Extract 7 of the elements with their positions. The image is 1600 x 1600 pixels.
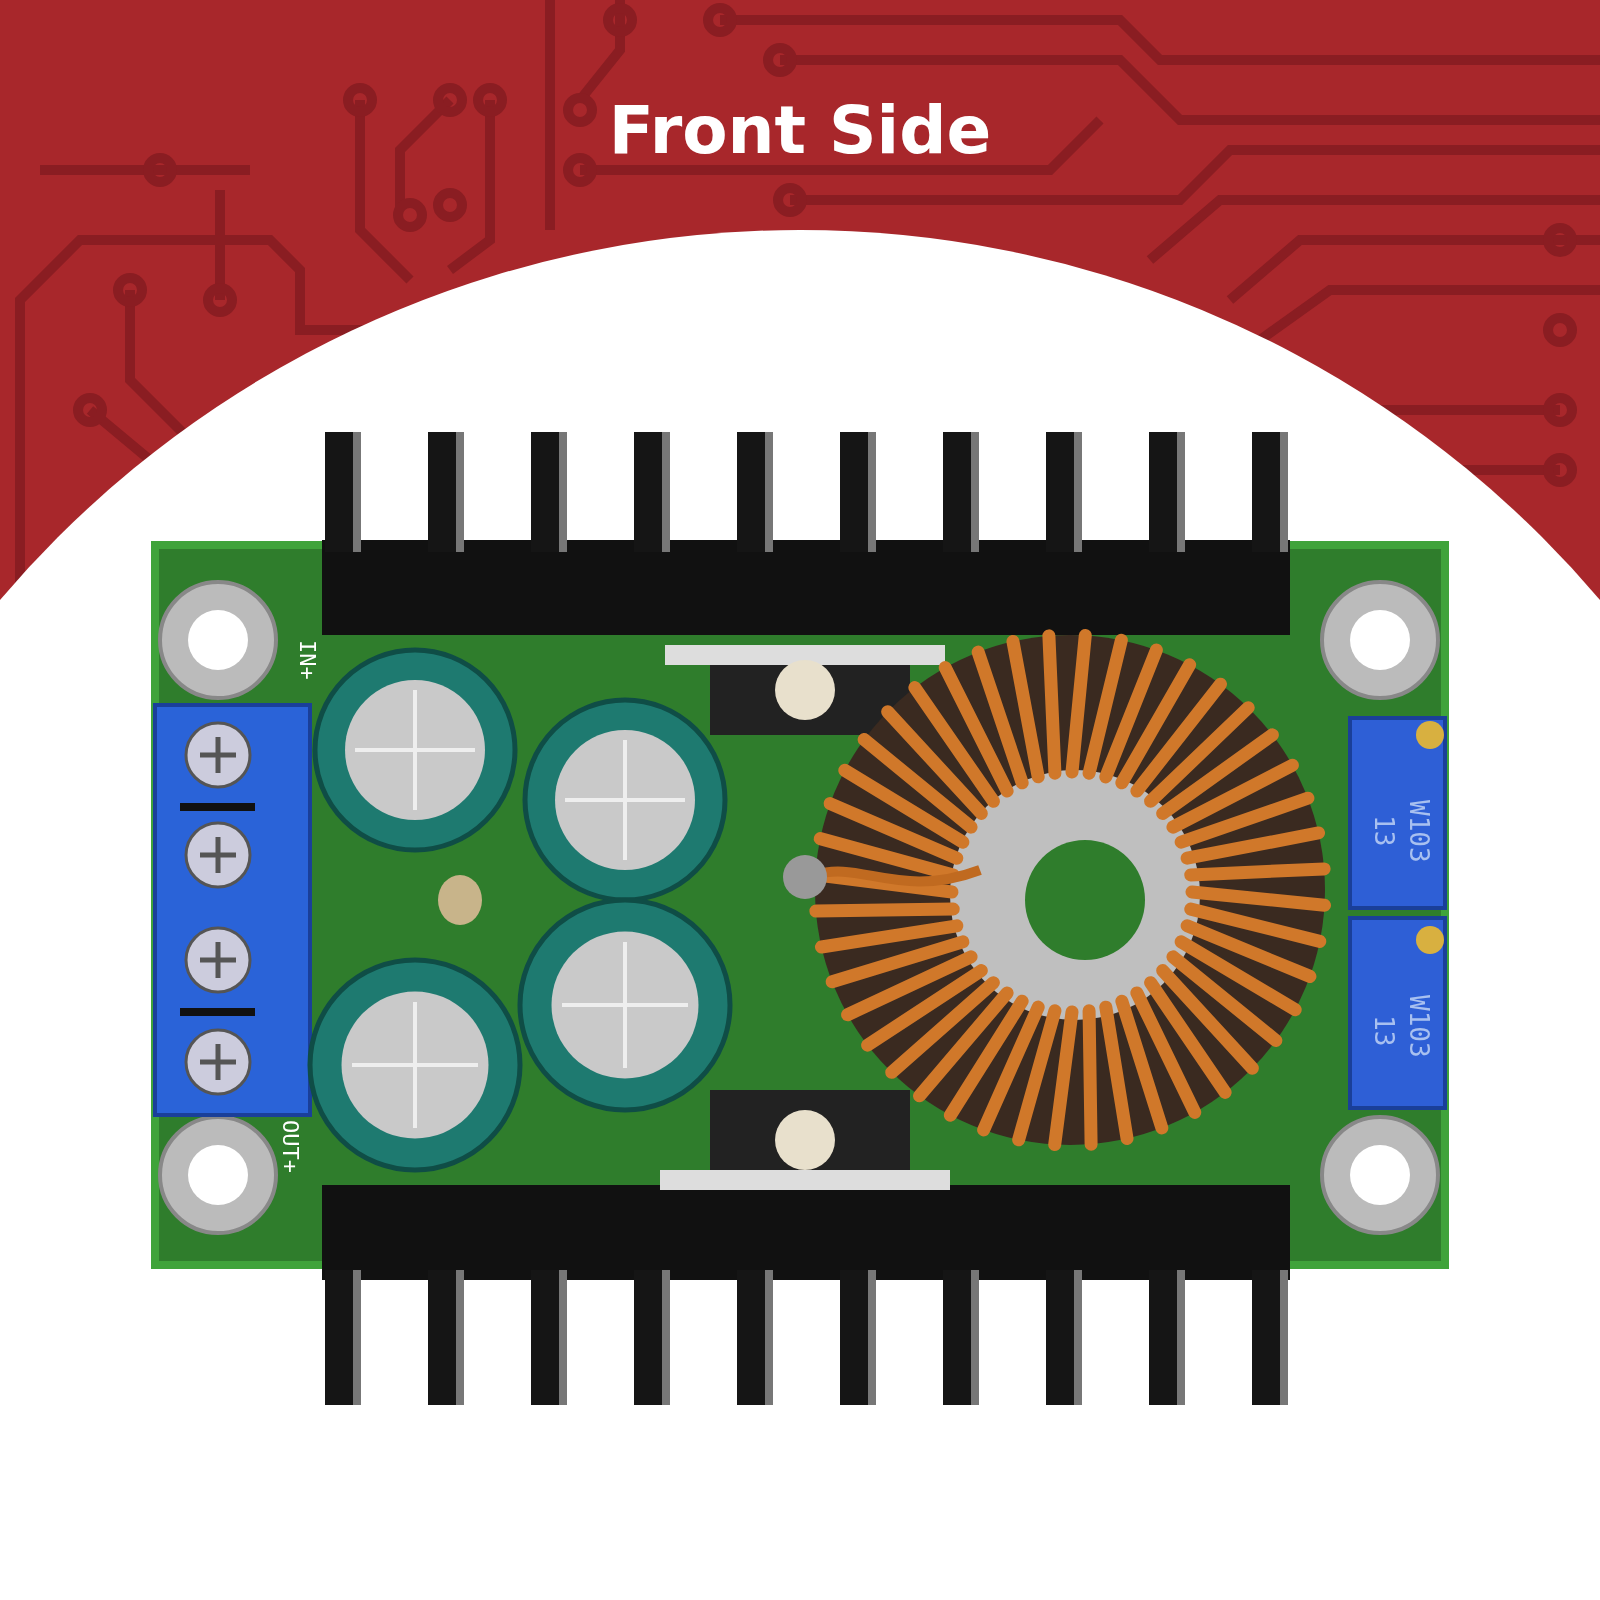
part-marking: 13 <box>1369 815 1399 847</box>
part-marking: W103 <box>1404 800 1434 863</box>
part-marking: W103 <box>1404 995 1434 1058</box>
silkscreen-label: IN+ <box>295 640 320 680</box>
part-marking: 13 <box>1369 1015 1399 1047</box>
title: Front Side <box>608 92 992 169</box>
silkscreen-label: OUT+ <box>278 1120 303 1173</box>
